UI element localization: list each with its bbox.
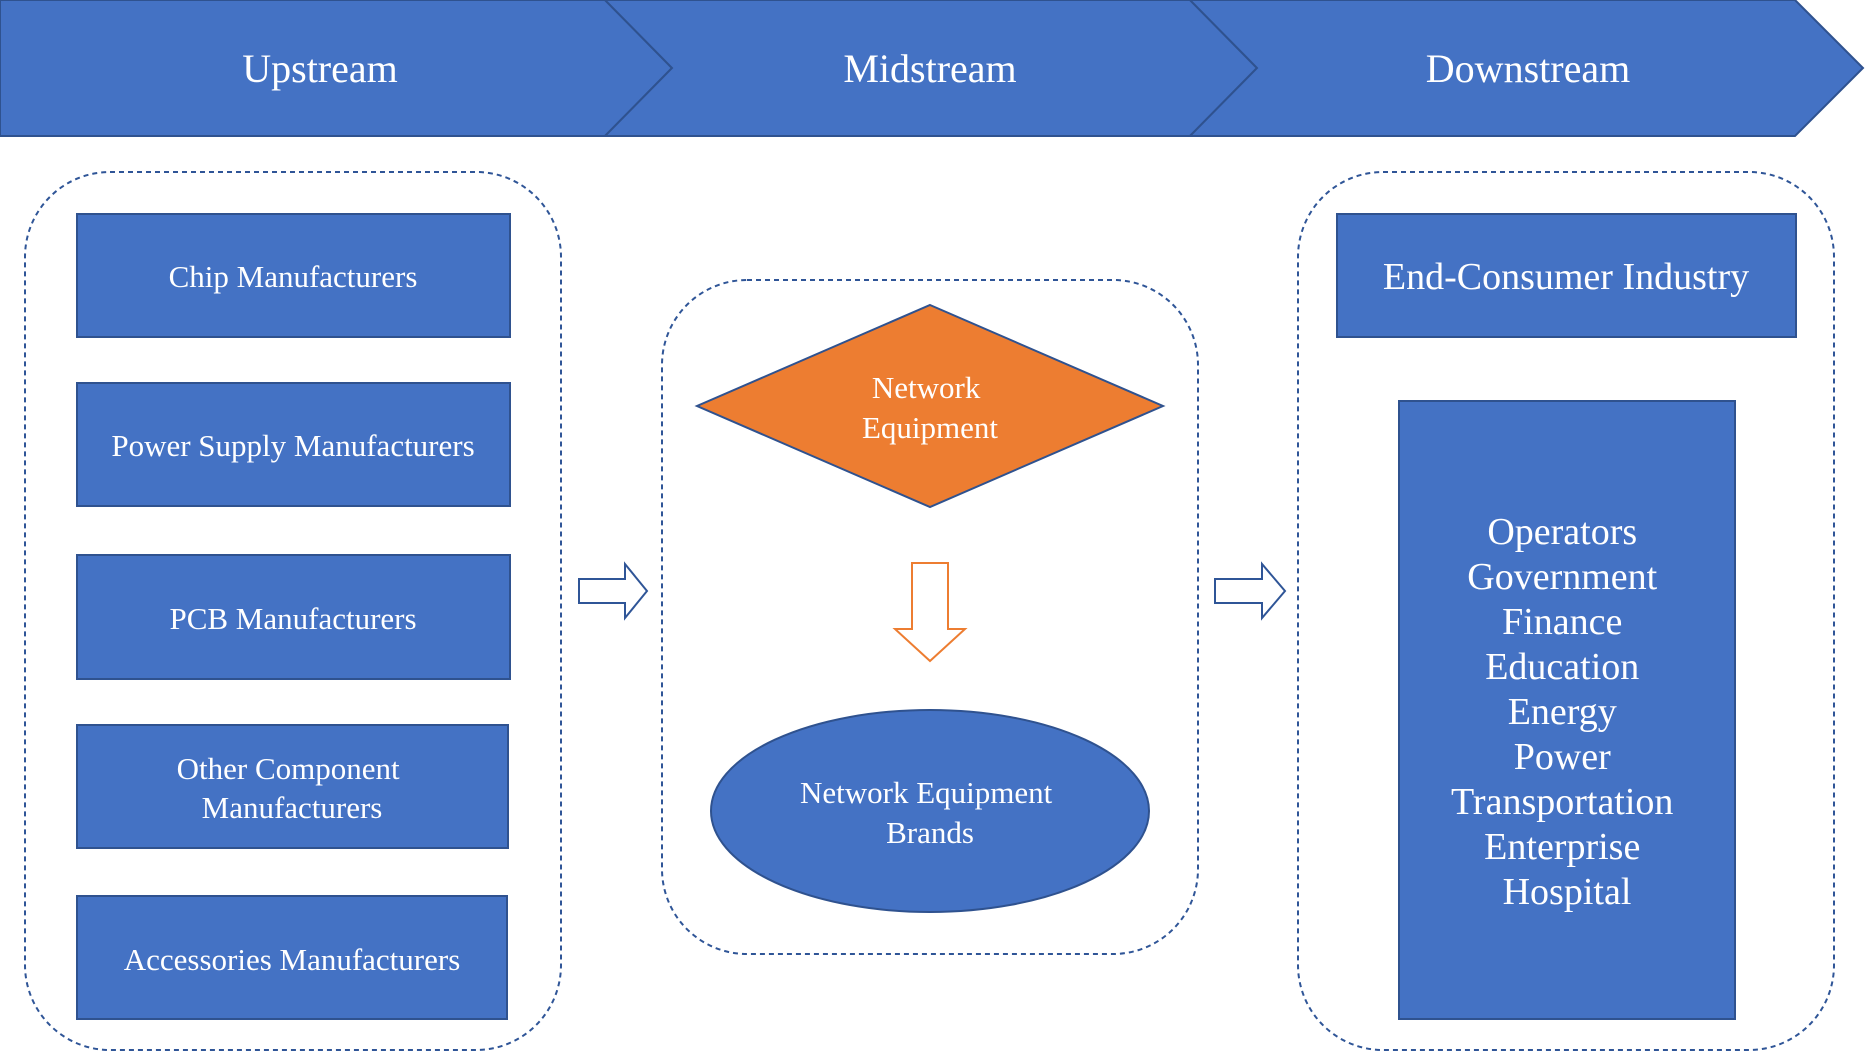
midstream-group: Network Equipment Network Equipment Bran…	[661, 279, 1199, 955]
down-arrow-icon	[892, 562, 968, 663]
network-equipment-brands-ellipse	[710, 709, 1150, 913]
diamond-label: Network	[872, 370, 981, 405]
industry-item: Energy	[1508, 691, 1617, 733]
industry-item: Transportation	[1451, 781, 1673, 823]
right-arrow-icon	[1214, 561, 1287, 621]
upstream-item: Other Component Manufacturers	[76, 724, 509, 849]
upstream-item-label: PCB Manufacturers	[169, 601, 416, 636]
midstream-container	[661, 279, 1199, 955]
midstream-label: Midstream	[843, 46, 1016, 91]
industry-item: Operators	[1487, 511, 1637, 553]
industry-item: Education	[1485, 646, 1639, 688]
svg-text:Power Supply Manufacturers: Power Supply Manufacturers	[111, 428, 474, 463]
industry-item: Government	[1467, 556, 1657, 598]
upstream-item-label: Other Component	[177, 751, 400, 786]
industry-item: Power	[1514, 736, 1611, 778]
upstream-item: Accessories Manufacturers	[76, 895, 508, 1020]
industry-item: Finance	[1502, 601, 1622, 643]
industry-item: Hospital	[1503, 871, 1632, 913]
ellipse-label: Network Equipment	[800, 775, 1053, 810]
upstream-item: PCB Manufacturers	[76, 554, 511, 680]
svg-text:PCB Manufacturers: PCB Manufacturers	[169, 601, 416, 636]
svg-text:Network Equipment: Network Equipment	[862, 370, 998, 445]
svg-text:Chip Manufacturers: Chip Manufacturers	[169, 259, 418, 294]
upstream-item: Power Supply Manufacturers	[76, 382, 511, 507]
svg-text:Network Equipment Brands: Network Equipment Brands	[800, 775, 1060, 850]
downstream-container	[1297, 171, 1835, 1051]
stage-banner: Upstream Midstream Downstream	[0, 0, 1865, 137]
upstream-item-label: Chip Manufacturers	[169, 259, 418, 294]
right-arrow-icon	[578, 561, 649, 621]
network-equipment-diamond	[694, 303, 1166, 509]
downstream-chevron	[1187, 0, 1865, 137]
svg-text:Operators Government: Operators Government Finance Education E…	[1451, 511, 1683, 913]
upstream-container	[24, 171, 562, 1051]
downstream-label: Downstream	[1426, 46, 1630, 91]
upstream-item-label: Accessories Manufacturers	[124, 942, 461, 977]
industry-list-box	[1398, 400, 1736, 1020]
end-consumer-header-box	[1336, 213, 1797, 338]
svg-text:Other Component Manufa: Other Component Manufacturers	[177, 751, 408, 825]
upstream-item: Chip Manufacturers	[76, 213, 511, 338]
ellipse-label: Brands	[886, 815, 974, 850]
downstream-group: End-Consumer Industry Operators Governme…	[1297, 171, 1835, 1051]
diamond-label: Equipment	[862, 410, 998, 445]
industry-item: Enterprise	[1484, 826, 1640, 868]
end-consumer-header: End-Consumer Industry	[1383, 256, 1749, 298]
svg-text:Accessories Manufacturers: Accessories Manufacturers	[124, 942, 461, 977]
upstream-item-label: Manufacturers	[202, 790, 383, 825]
upstream-item-label: Power Supply Manufacturers	[111, 428, 474, 463]
upstream-label: Upstream	[242, 46, 398, 91]
upstream-group: Chip Manufacturers Power Supply Manufact…	[24, 171, 562, 1051]
